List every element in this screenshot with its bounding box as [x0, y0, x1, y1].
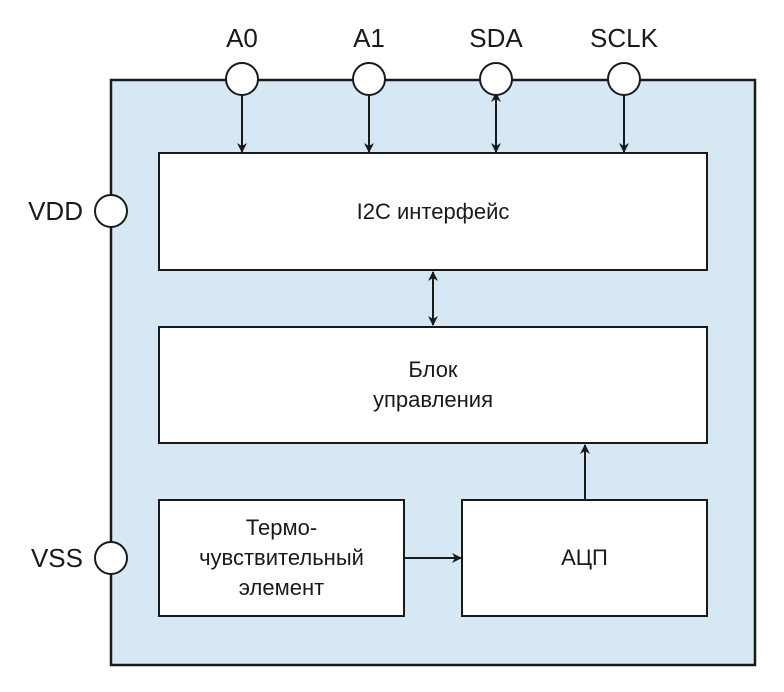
block-sensor-label-line3: элемент: [238, 575, 325, 600]
block-i2c-label: I2C интерфейс: [356, 198, 510, 224]
pin-label-sclk: SCLK: [590, 23, 658, 53]
pin-label-vdd: VDD: [28, 196, 83, 226]
block-adc: АЦП: [461, 499, 708, 617]
block-i2c-interface: I2C интерфейс: [158, 152, 708, 271]
block-control-label-line2: управления: [373, 387, 493, 412]
block-thermal-sensor: Термо- чувствительный элемент: [158, 499, 405, 617]
pin-label-a0: A0: [226, 23, 258, 53]
pin-label-sda: SDA: [469, 23, 523, 53]
block-adc-label: АЦП: [561, 545, 608, 570]
block-control-unit: Блок управления: [158, 326, 708, 444]
pin-a0: [225, 62, 259, 96]
pin-label-vss: VSS: [30, 543, 83, 573]
block-sensor-label-line2: чувствительный: [199, 545, 364, 570]
pin-vss: [94, 541, 128, 575]
pin-sclk: [607, 62, 641, 96]
pin-vdd: [94, 194, 128, 228]
pin-label-a1: A1: [353, 23, 385, 53]
pin-sda: [479, 62, 513, 96]
block-control-label-line1: Блок: [408, 357, 458, 382]
block-sensor-label-line1: Термо-: [245, 515, 318, 540]
pin-a1: [352, 62, 386, 96]
